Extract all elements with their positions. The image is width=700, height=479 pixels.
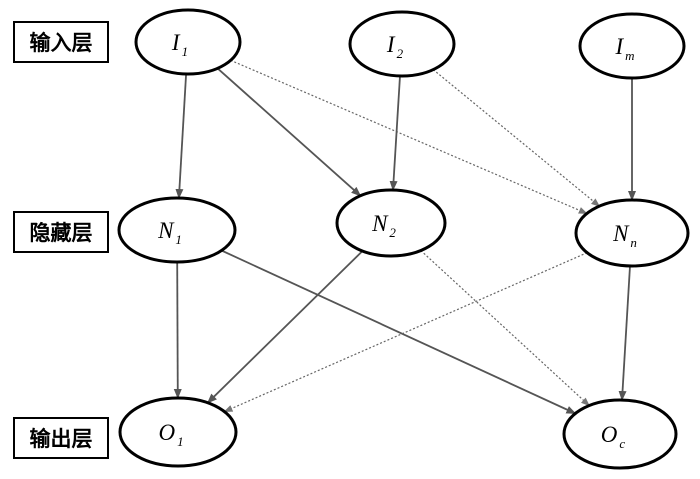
svg-text:输入层: 输入层 <box>30 31 93 55</box>
svg-text:O1: O1 <box>158 420 183 449</box>
svg-text:N2: N2 <box>371 211 396 240</box>
edge-N1-to-Oc <box>221 249 577 415</box>
svg-text:N1: N1 <box>157 218 182 247</box>
edge-N1-to-O1 <box>173 261 182 399</box>
edge-I1-to-Nn <box>230 59 588 215</box>
edge-N2-to-O1 <box>206 250 364 404</box>
svg-text:Nn: Nn <box>612 221 637 250</box>
edge-Nn-to-Oc <box>618 265 631 401</box>
connection-edges <box>173 59 636 415</box>
output-layer-label: 输出层 <box>13 417 109 459</box>
svg-text:隐藏层: 隐藏层 <box>30 221 93 245</box>
svg-text:I1: I1 <box>171 30 188 59</box>
edge-I1-to-N1 <box>175 73 187 199</box>
input-layer-label: 输入层 <box>13 21 109 63</box>
svg-text:Oc: Oc <box>601 422 626 451</box>
edge-I1-to-N2 <box>216 67 362 197</box>
hidden-layer-label: 隐藏层 <box>13 211 109 253</box>
svg-text:输出层: 输出层 <box>30 427 93 451</box>
svg-text:Im: Im <box>614 34 634 63</box>
edge-I2-to-N2 <box>389 75 401 191</box>
edge-N2-to-Oc <box>420 250 590 407</box>
edge-Nn-to-O1 <box>223 252 588 413</box>
svg-text:I2: I2 <box>386 32 404 61</box>
edge-I2-to-Nn <box>432 69 601 207</box>
